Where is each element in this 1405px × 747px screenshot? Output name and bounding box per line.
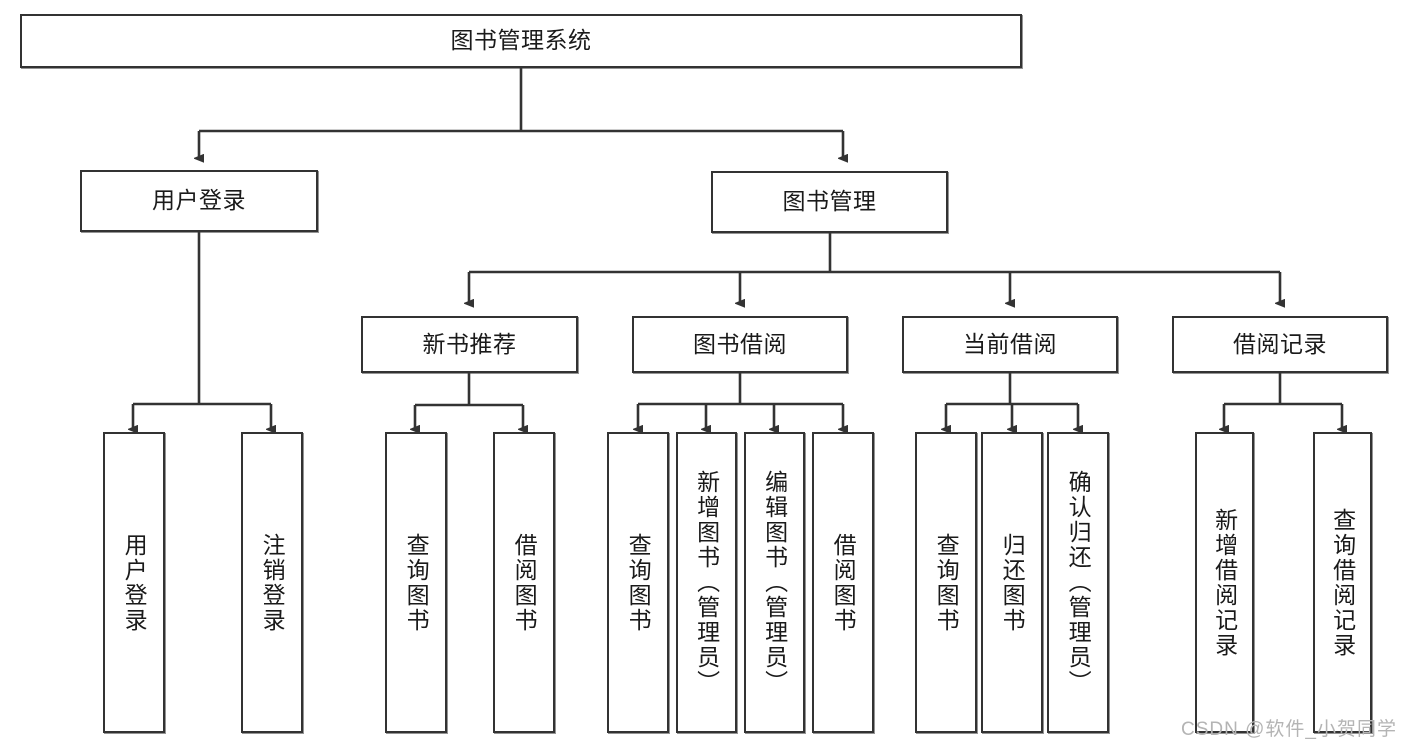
node-label: 新增图书（管理员）	[693, 470, 720, 695]
node-label: 注销登录	[259, 532, 286, 633]
leaf-recommend-borrow-book[interactable]: 借阅图书	[493, 432, 555, 733]
leaf-current-return-book[interactable]: 归还图书	[981, 432, 1043, 733]
leaf-current-confirm-return-admin[interactable]: 确认归还（管理员）	[1047, 432, 1109, 733]
node-label: 新增借阅记录	[1211, 507, 1238, 658]
leaf-recommend-query-book[interactable]: 查询图书	[385, 432, 447, 733]
node-label: 借阅图书	[511, 532, 538, 633]
watermark: CSDN @软件_小贺同学	[1181, 719, 1397, 740]
leaf-user-login-login[interactable]: 用户登录	[103, 432, 165, 733]
node-label: 确认归还（管理员）	[1065, 470, 1092, 695]
node-label: 用户登录	[121, 532, 148, 633]
node-label: 查询图书	[625, 532, 652, 633]
node-label: 查询借阅记录	[1329, 507, 1356, 658]
node-label: 归还图书	[999, 532, 1026, 633]
node-root-library-system[interactable]: 图书管理系统	[20, 14, 1022, 68]
node-label: 图书管理	[782, 188, 877, 215]
node-label: 图书管理系统	[450, 27, 592, 54]
node-book-borrow[interactable]: 图书借阅	[632, 316, 848, 373]
node-label: 查询图书	[403, 532, 430, 633]
node-new-book-recommend[interactable]: 新书推荐	[361, 316, 578, 373]
leaf-borrow-borrow-book[interactable]: 借阅图书	[812, 432, 874, 733]
node-label: 新书推荐	[422, 330, 517, 357]
node-current-borrow[interactable]: 当前借阅	[902, 316, 1118, 373]
leaf-borrow-add-book-admin[interactable]: 新增图书（管理员）	[676, 432, 737, 733]
leaf-user-login-logout[interactable]: 注销登录	[241, 432, 303, 733]
node-label: 当前借阅	[963, 330, 1057, 357]
node-label: 借阅图书	[830, 532, 857, 633]
leaf-current-query-book[interactable]: 查询图书	[915, 432, 977, 733]
node-label: 借阅记录	[1233, 330, 1327, 357]
node-label: 图书借阅	[693, 330, 787, 357]
node-borrow-record[interactable]: 借阅记录	[1172, 316, 1388, 373]
leaf-record-query-record[interactable]: 查询借阅记录	[1313, 432, 1372, 733]
leaf-borrow-query-book[interactable]: 查询图书	[607, 432, 669, 733]
leaf-borrow-edit-book-admin[interactable]: 编辑图书（管理员）	[744, 432, 805, 733]
node-label: 用户登录	[152, 187, 246, 214]
node-label: 编辑图书（管理员）	[761, 470, 788, 695]
node-label: 查询图书	[933, 532, 960, 633]
leaf-record-add-record[interactable]: 新增借阅记录	[1195, 432, 1254, 733]
node-book-management[interactable]: 图书管理	[711, 171, 948, 233]
node-user-login[interactable]: 用户登录	[80, 170, 318, 232]
